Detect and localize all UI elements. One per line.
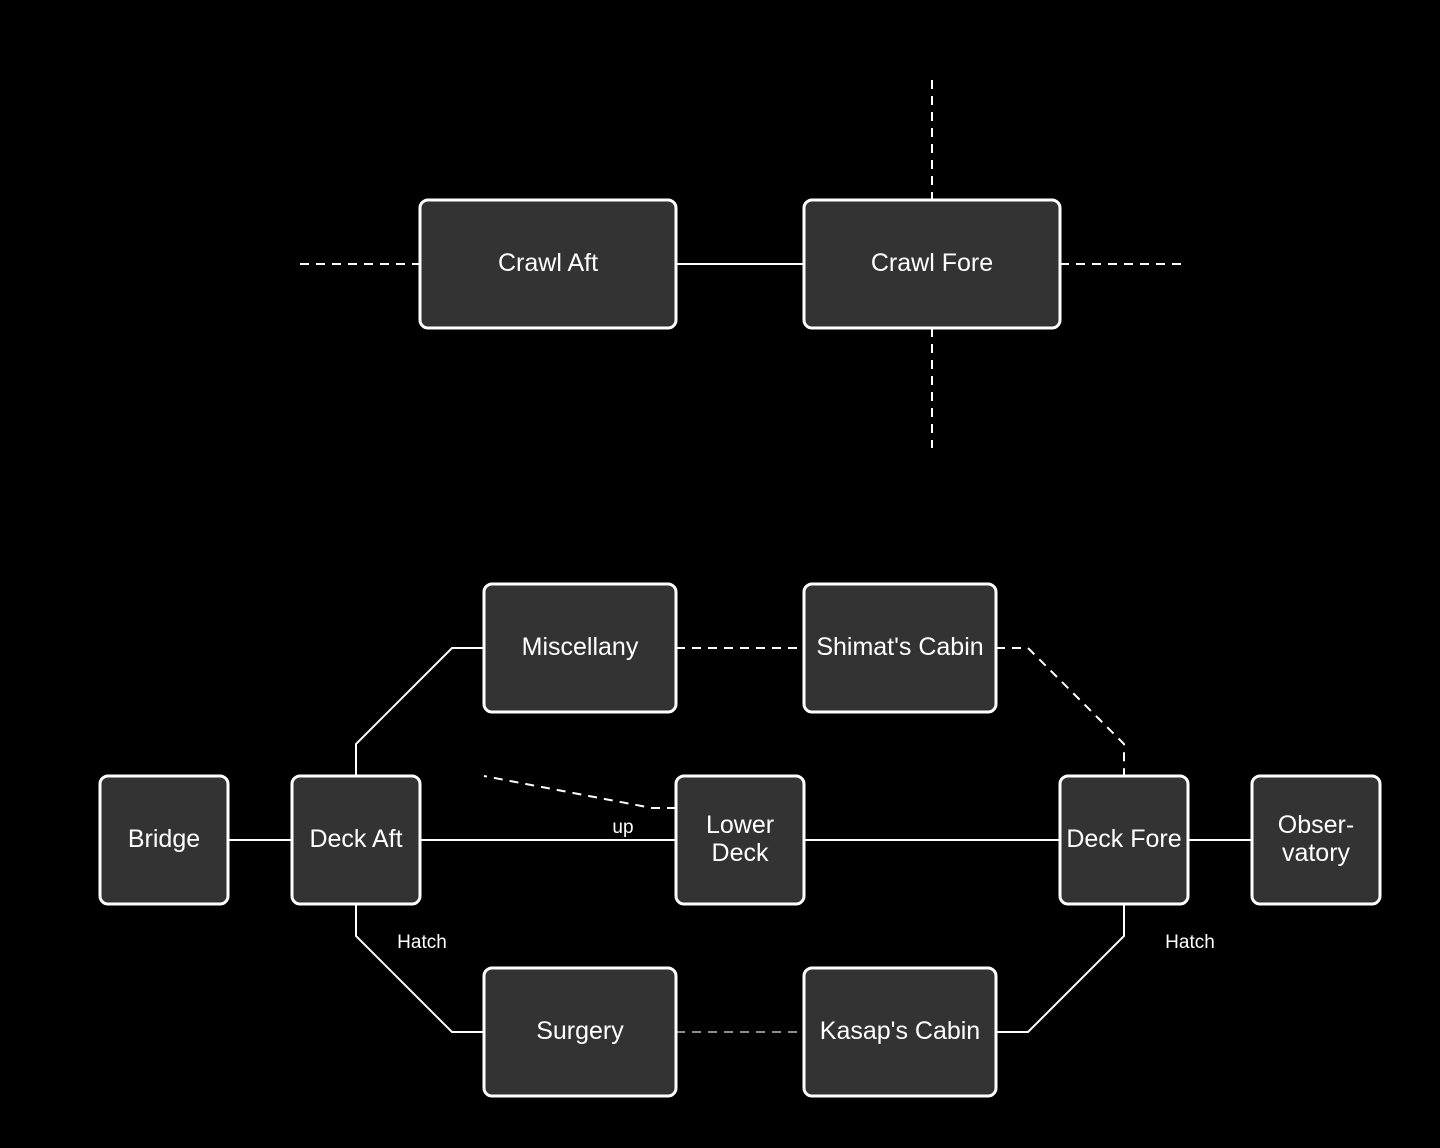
room-miscellany[interactable]: Miscellany bbox=[482, 582, 678, 714]
connection-labels: up Hatch Hatch bbox=[397, 817, 1215, 953]
room-crawl-fore[interactable]: Crawl Fore bbox=[802, 198, 1062, 330]
deck-aft-hatch-to-surgery bbox=[355, 904, 484, 1033]
room-crawl-fore-label: Crawl Fore bbox=[871, 249, 993, 277]
deck-aft-to-miscellany bbox=[355, 647, 484, 776]
lower-deck-exit-northwest bbox=[483, 775, 676, 809]
room-crawl-aft-label: Crawl Aft bbox=[498, 249, 598, 277]
shimats-cabin-to-deck-fore bbox=[996, 647, 1125, 776]
room-deck-fore[interactable]: Deck Fore bbox=[1058, 774, 1190, 906]
room-bridge-label: Bridge bbox=[128, 825, 200, 853]
room-lower-deck[interactable]: Lower Deck bbox=[674, 774, 806, 906]
room-crawl-aft[interactable]: Crawl Aft bbox=[418, 198, 678, 330]
room-surgery-label: Surgery bbox=[536, 1017, 624, 1045]
label-up: up bbox=[612, 817, 633, 838]
room-deck-aft[interactable]: Deck Aft bbox=[290, 774, 422, 906]
room-miscellany-label: Miscellany bbox=[522, 633, 639, 661]
room-bridge[interactable]: Bridge bbox=[98, 774, 230, 906]
room-shimats-cabin-label: Shimat's Cabin bbox=[816, 633, 983, 661]
deck-fore-hatch-to-kasaps-cabin bbox=[996, 904, 1125, 1033]
room-kasaps-cabin-label: Kasap's Cabin bbox=[820, 1017, 980, 1045]
label-hatch-fore: Hatch bbox=[1165, 932, 1215, 953]
room-kasaps-cabin[interactable]: Kasap's Cabin bbox=[802, 966, 998, 1098]
room-surgery[interactable]: Surgery bbox=[482, 966, 678, 1098]
room-shimats-cabin[interactable]: Shimat's Cabin bbox=[802, 582, 998, 714]
room-observatory[interactable]: Obser- vatory bbox=[1250, 774, 1382, 906]
room-deck-aft-label: Deck Aft bbox=[309, 825, 402, 853]
room-lower-deck-label-line1: Lower bbox=[706, 811, 774, 839]
label-hatch-aft: Hatch bbox=[397, 932, 447, 953]
room-observatory-label-line1: Obser- bbox=[1278, 811, 1354, 839]
connections bbox=[228, 80, 1252, 1033]
room-deck-fore-label: Deck Fore bbox=[1066, 825, 1181, 853]
room-observatory-label-line2: vatory bbox=[1282, 839, 1351, 867]
room-lower-deck-label-line2: Deck bbox=[712, 839, 769, 867]
